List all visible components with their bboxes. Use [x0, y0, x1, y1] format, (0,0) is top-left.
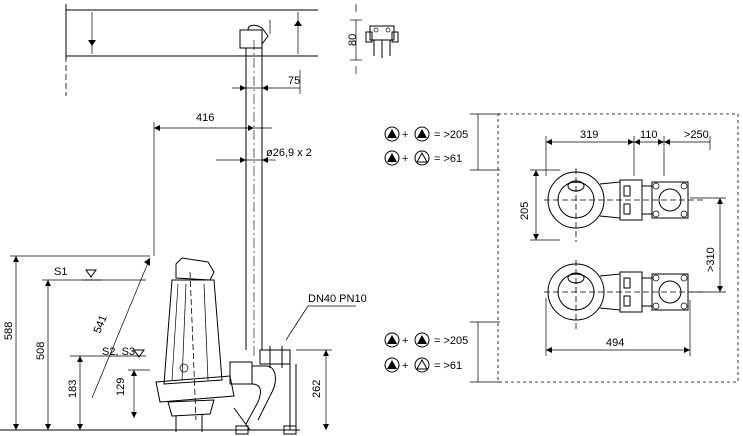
dim-129-label: 129: [115, 378, 127, 396]
dim-508-label: 508: [35, 342, 47, 360]
pump-symbol-icon: [384, 126, 400, 142]
dim-588-label: 588: [3, 322, 15, 340]
plan-view: 319 110 >250 205 >310 494: [470, 113, 739, 383]
left-dimensions: 588 508 183 129 541: [0, 255, 300, 431]
dim-75: 75: [232, 70, 301, 94]
level-s1-label: S1: [54, 266, 67, 278]
dim-416-label: 416: [196, 112, 214, 124]
pit-outline: [497, 113, 739, 383]
guide-pipe: [245, 40, 263, 358]
pump-plan-upper: [544, 168, 706, 242]
discharge-elbow: [229, 346, 297, 435]
flange-label: DN40 PN10: [308, 293, 367, 305]
dim-110-label: 110: [640, 129, 658, 141]
svg-text:+: +: [402, 360, 408, 372]
dim-319-label: 319: [580, 129, 598, 141]
dim-310-label: >310: [705, 247, 717, 272]
svg-text:= >61: = >61: [434, 153, 462, 165]
pump-symbol-icon: [414, 126, 430, 142]
pump-symbol-icon: [414, 332, 430, 348]
guide-rail-holder: [239, 20, 271, 49]
dim-541-label: 541: [92, 314, 110, 336]
svg-text:+: +: [402, 153, 408, 165]
pump-symbol-icon: [384, 150, 400, 166]
dim-205v-label: 205: [519, 202, 531, 220]
level-marker-icon: [294, 20, 302, 26]
svg-text:+: +: [402, 335, 408, 347]
dim-494-label: 494: [606, 337, 624, 349]
clearance-row-4: + = >61: [384, 357, 462, 373]
water-level-icon: [85, 269, 97, 278]
cover-slab: [65, 4, 318, 96]
svg-text:= >205: = >205: [434, 129, 468, 141]
clearance-row-1: + = >205: [384, 126, 468, 142]
level-marker-icon: [88, 40, 96, 46]
dim-262: 262: [296, 349, 332, 430]
clearance-row-3: + = >205: [384, 332, 468, 348]
clearance-row-2: + = >61: [384, 150, 462, 166]
pump-outline-symbol-icon: [414, 357, 430, 373]
bracket-detail: 80: [347, 4, 399, 74]
dim-80-label: 80: [347, 34, 359, 46]
dim-183-label: 183: [67, 380, 79, 398]
dim-pipe-label: ø26,9 x 2: [266, 147, 312, 159]
svg-text:= >61: = >61: [434, 360, 462, 372]
svg-text:= >205: = >205: [434, 335, 468, 347]
pump-symbol-icon: [384, 332, 400, 348]
level-s23-label: S2, S3: [102, 346, 135, 358]
dim-416: 416: [153, 112, 272, 256]
pump-body: [155, 257, 235, 432]
water-level-icon: [133, 349, 145, 358]
clearance-legend: + = >205 + = >61 + = >205 +: [384, 114, 479, 382]
dim-75-label: 75: [288, 75, 300, 87]
flange-callout: DN40 PN10: [285, 293, 367, 341]
dim-250-label: >250: [684, 129, 709, 141]
dim-262-label: 262: [311, 380, 323, 398]
pump-symbol-icon: [384, 357, 400, 373]
svg-text:+: +: [402, 129, 408, 141]
water-levels: S1 S2, S3: [54, 266, 145, 358]
dim-pipe: ø26,9 x 2: [216, 147, 312, 163]
pump-outline-symbol-icon: [414, 150, 430, 166]
pump-plan-lower: [544, 260, 706, 330]
